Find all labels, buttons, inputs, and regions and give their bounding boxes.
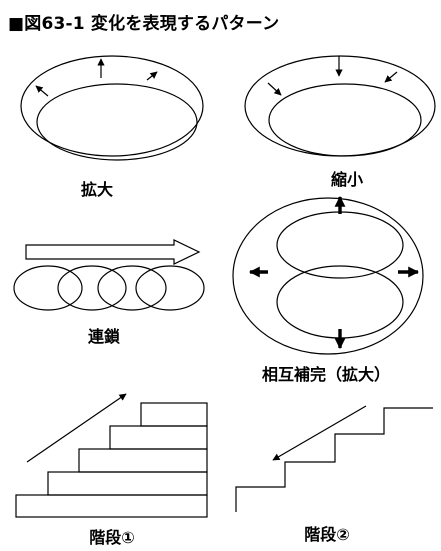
shrink-label: 縮小 <box>330 170 364 189</box>
complement-label: 相互補完（拡大） <box>261 365 391 384</box>
complement-outer-ellipse <box>232 197 424 355</box>
stairs1-arrow <box>26 393 127 463</box>
stairs2-diagram <box>235 405 433 512</box>
shrink-diagram <box>244 55 436 157</box>
expand-outer-ellipse <box>20 55 204 157</box>
complement-arrows <box>248 195 420 350</box>
shrink-arrow-right <box>384 71 398 83</box>
stairs2-step-line <box>235 407 433 512</box>
expand-inner-ellipse <box>36 83 198 161</box>
chain-block-arrow <box>25 239 201 265</box>
shrink-arrow-left <box>267 82 282 96</box>
stairs1-step-2 <box>47 471 208 496</box>
expand-arrow-right <box>146 71 158 81</box>
stairs1-diagram <box>15 393 208 518</box>
figure-title: ■図63-1 変化を表現するパターン <box>8 14 280 34</box>
shrink-inner-ellipse <box>268 83 422 157</box>
expand-diagram <box>20 55 204 161</box>
chain-label: 連鎖 <box>87 327 121 346</box>
stairs1-label: 階段① <box>89 528 135 547</box>
stairs1-step-1 <box>15 494 208 518</box>
expand-arrow-left <box>35 85 49 97</box>
complement-upper-ellipse <box>276 211 404 279</box>
complement-lower-ellipse <box>276 265 404 339</box>
stairs1-step-4 <box>109 425 208 450</box>
chain-ellipse-4 <box>135 265 205 311</box>
chain-ellipse-3 <box>97 265 167 311</box>
stairs2-arrow <box>272 405 367 461</box>
chain-ellipse-2 <box>57 265 127 311</box>
chain-ellipse-1 <box>13 265 83 311</box>
expand-label: 拡大 <box>80 180 114 199</box>
chain-diagram <box>13 239 205 311</box>
stairs1-step-3 <box>78 448 208 473</box>
stairs2-label: 階段② <box>304 525 350 544</box>
complement-diagram <box>232 197 424 355</box>
stairs1-step-5 <box>140 402 208 427</box>
